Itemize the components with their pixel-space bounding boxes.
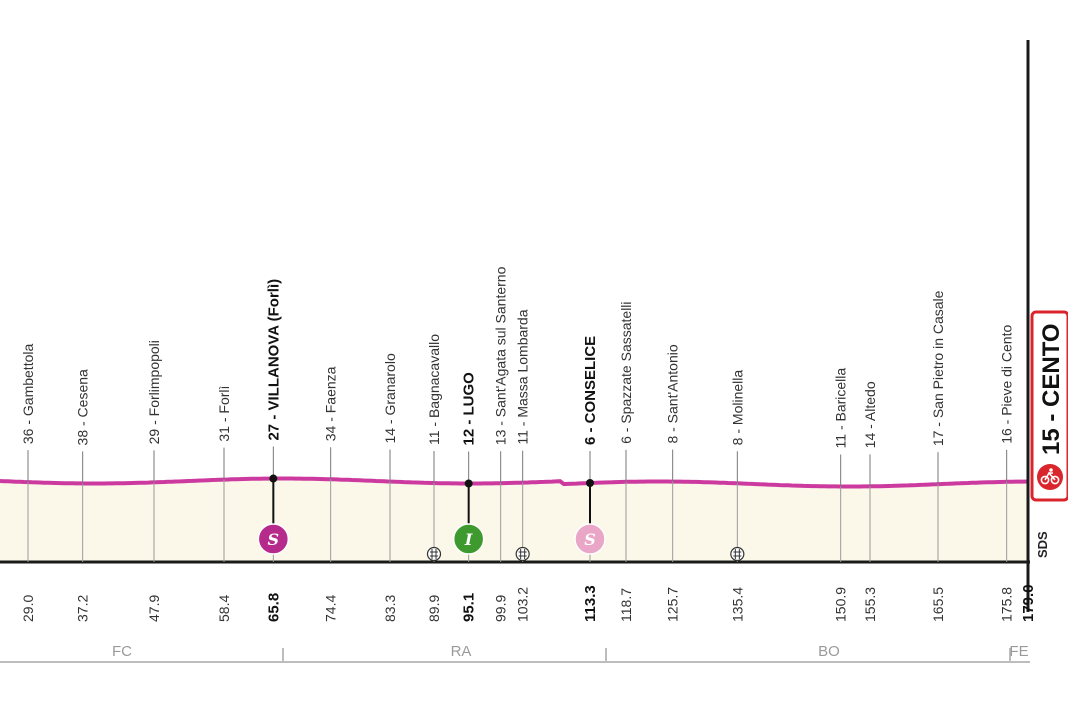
sds-logo: SDS [1035, 531, 1050, 558]
province-label: FE [1009, 643, 1028, 660]
cycling-icon [1037, 464, 1063, 490]
level-crossing-icon [730, 546, 745, 562]
bike-glyph [1040, 468, 1060, 485]
km-label: 99.9 [493, 595, 509, 622]
finish-box: 15 - CENTO [1030, 310, 1068, 502]
place-label: 16 - Pieve di Cento [999, 325, 1015, 444]
km-label: 103.2 [515, 587, 531, 622]
place-label: 17 - San Pietro in Casale [930, 290, 946, 446]
place-label: 11 - Massa Lombarda [515, 309, 531, 444]
km-label: 47.9 [146, 595, 162, 622]
place-label: 34 - Faenza [323, 366, 339, 441]
intermediate-badge [452, 523, 485, 555]
intermediate-badge-label: I [464, 530, 473, 549]
place-label: 6 - CONSELICE [582, 336, 599, 445]
place-label: 12 - LUGO [461, 372, 478, 446]
km-label: 155.3 [862, 587, 878, 622]
km-label: 89.9 [426, 595, 442, 622]
place-label: 38 - Cesena [75, 369, 91, 445]
finish-box-frame [1030, 310, 1068, 502]
place-label: 11 - Baricella [833, 368, 849, 449]
km-label: 175.8 [999, 587, 1015, 622]
finish-label: 15 - CENTO [1038, 323, 1065, 455]
km-label: 58.4 [216, 595, 232, 622]
place-label: 6 - Spazzate Sassatelli [618, 301, 634, 443]
province-label: RA [451, 643, 472, 660]
sprint-badge [257, 523, 290, 555]
km-label: 125.7 [665, 587, 681, 622]
km-label: 118.7 [618, 588, 634, 622]
km-label: 113.3 [582, 585, 599, 622]
place-label: 29 - Forlimpopoli [146, 340, 162, 444]
place-label: 13 - Sant'Agata sul Santerno [493, 266, 509, 445]
km-label: 165.5 [930, 587, 946, 622]
km-label: 135.4 [729, 587, 745, 622]
points-layer: 29.0 36 - Gambettola 37.2 38 - Cesena 47.9 29… [20, 266, 1037, 622]
km-label: 65.8 [265, 593, 282, 622]
level-crossing-icon [515, 546, 530, 562]
place-label: 11 - Bagnacavallo [426, 334, 442, 445]
km-label: 83.3 [382, 595, 398, 622]
sprint_light-badge-label: S [584, 530, 596, 549]
km-label: 29.0 [20, 595, 36, 622]
km-label: 74.4 [323, 595, 339, 622]
km-label: 150.9 [833, 587, 849, 622]
place-label: 14 - Altedo [862, 381, 878, 448]
level-crossing-icon [426, 546, 442, 562]
place-label: 27 - VILLANOVA (Forlì) [265, 279, 282, 441]
km-label: 95.1 [461, 593, 478, 622]
km-label: 37.2 [75, 595, 91, 622]
place-label: 36 - Gambettola [20, 344, 36, 445]
province-label: FC [112, 643, 132, 660]
place-label: 8 - Sant'Antonio [665, 344, 681, 443]
place-label: 8 - Molinella [729, 370, 745, 446]
sprint_light-badge [574, 523, 606, 555]
province-bar: FC RA BO FE [0, 643, 1030, 663]
sprint-badge-label: S [268, 530, 280, 549]
profile-line [0, 476, 1029, 489]
km-label: 179.0 [1020, 584, 1037, 622]
place-label: 14 - Granarolo [382, 353, 398, 443]
place-label: 31 - Forlì [216, 386, 232, 442]
profile-fill-area [0, 478, 1028, 562]
province-label: BO [818, 643, 840, 660]
